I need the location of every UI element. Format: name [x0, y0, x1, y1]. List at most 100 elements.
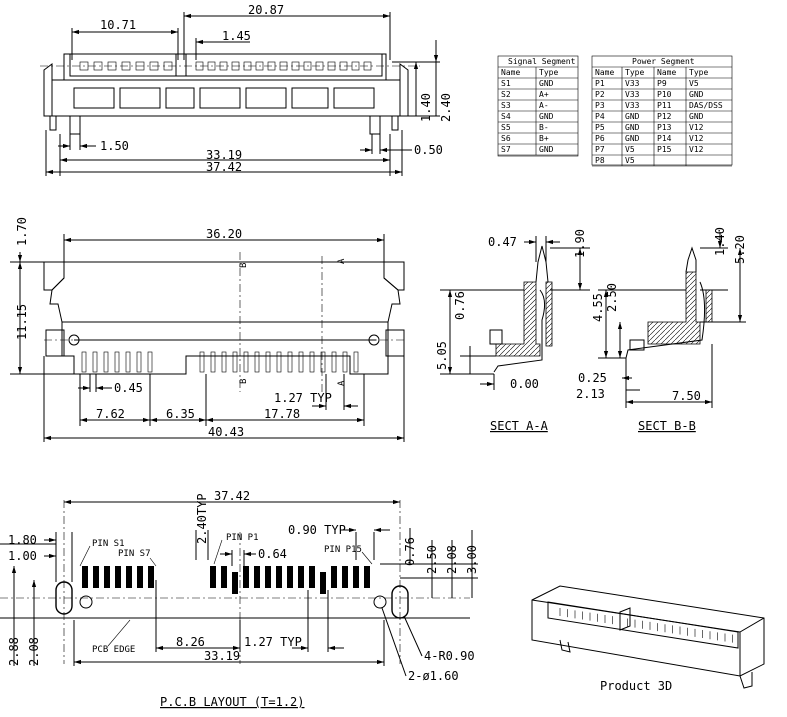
dim-pcb-1-27-typ: 1.27 TYP: [244, 635, 302, 649]
power-pin: [298, 351, 304, 373]
top-view: 10.71 20.87 1.45 1.40 2.40 1.50 0.50 33.…: [40, 3, 453, 176]
sig-rows-cell: S1: [501, 79, 511, 88]
pow-rows-cell: P15: [657, 145, 672, 154]
pow-rows-cell: P10: [657, 90, 672, 99]
section-marker-b-bottom: B: [239, 379, 249, 384]
dim-pcb-1-80: 1.80: [8, 533, 37, 547]
sig-rows-cell: B-: [539, 123, 549, 132]
pow-rows-cell: P14: [657, 134, 672, 143]
pow-rows-cell: GND: [625, 134, 640, 143]
dim-front-0-45: 0.45: [114, 381, 143, 395]
pow-rows-header: Type: [625, 68, 644, 77]
pow-rows-cell: P13: [657, 123, 672, 132]
dim-sa-5-05: 5.05: [435, 341, 449, 370]
dim-pcb-37-42: 37.42: [214, 489, 250, 503]
signal-pin: [114, 351, 120, 373]
power-pad: [276, 566, 282, 588]
power-table-title: Power Segment: [632, 57, 695, 66]
dim-pcb-2-88: 2.88: [7, 637, 21, 666]
power-pin: [265, 351, 271, 373]
label-pin-s1: PIN S1: [92, 539, 125, 549]
power-pin: [276, 351, 282, 373]
sig-rows-header: Name: [501, 68, 520, 77]
dim-top-1-50: 1.50: [100, 139, 129, 153]
pow-rows-cell: P7: [595, 145, 605, 154]
dim-pcb-0-90-typ: 0.90 TYP: [288, 523, 346, 537]
pow-rows-cell: V33: [625, 90, 640, 99]
dim-front-1-27-typ: 1.27 TYP: [274, 391, 332, 405]
signal-pad: [148, 566, 154, 588]
section-marker-a-top: A: [337, 258, 347, 264]
dim-sb-2-50: 2.50: [605, 283, 619, 312]
product-3d-caption: Product 3D: [600, 679, 672, 693]
signal-pad: [104, 566, 110, 588]
power-pin: [353, 351, 359, 373]
power-pin: [210, 351, 216, 373]
signal-pad: [137, 566, 143, 588]
pcb-layout-caption: P.C.B LAYOUT (T=1.2): [160, 695, 305, 709]
pow-rows-cell: V5: [625, 156, 635, 165]
sig-rows-cell: S5: [501, 123, 511, 132]
power-pad: [254, 566, 260, 588]
pow-rows-cell: V5: [625, 145, 635, 154]
dim-pcb-0-64: 0.64: [258, 547, 287, 561]
section-marker-a-bottom: A: [337, 380, 347, 386]
power-pad: [287, 566, 293, 588]
pow-rows-cell: P8: [595, 156, 605, 165]
dim-front-7-62: 7.62: [96, 407, 125, 421]
dim-sb-2-13: 2.13: [576, 387, 605, 401]
signal-pad: [93, 566, 99, 588]
dim-top-33-19: 33.19: [206, 148, 242, 162]
dim-sb-1-40: 1.40: [713, 227, 727, 256]
dim-sa-0-00: 0.00: [510, 377, 539, 391]
pow-rows-cell: P5: [595, 123, 605, 132]
sig-rows-cell: S4: [501, 112, 511, 121]
sig-rows-cell: A+: [539, 90, 549, 99]
signal-pin: [81, 351, 87, 373]
power-pad: [320, 572, 326, 594]
pow-rows-cell: P1: [595, 79, 605, 88]
front-view: B A B A 36.20 1.70 11.15 0.45 1.27 TYP: [10, 217, 405, 442]
power-pin: [243, 351, 249, 373]
section-b-b: 1.40 5.20 4.55 2.50 0.25 2.13 7.50 SECT …: [576, 227, 747, 433]
sig-rows-cell: S7: [501, 145, 511, 154]
signal-pad: [126, 566, 132, 588]
pow-rows-cell: GND: [625, 123, 640, 132]
power-pin: [320, 351, 326, 373]
section-marker-b-top: B: [239, 263, 249, 268]
pow-rows-header: Name: [657, 68, 676, 77]
sect-bb-caption: SECT B-B: [638, 419, 696, 433]
power-pin: [342, 351, 348, 373]
dim-pcb-1-00: 1.00: [8, 549, 37, 563]
dim-sb-0-25: 0.25: [578, 371, 607, 385]
pow-rows-cell: V12: [689, 134, 704, 143]
sig-rows-cell: S6: [501, 134, 511, 143]
pow-rows-cell: P11: [657, 101, 672, 110]
power-pad: [265, 566, 271, 588]
label-pin-p1: PIN P1: [226, 533, 259, 543]
sig-rows-cell: GND: [539, 79, 554, 88]
power-pad: [221, 566, 227, 588]
signal-pin: [103, 351, 109, 373]
pow-rows-cell: GND: [625, 112, 640, 121]
dim-sa-0-47: 0.47: [488, 235, 517, 249]
sig-rows-cell: S3: [501, 101, 511, 110]
signal-table-title: Signal Segment: [508, 57, 576, 66]
power-pad: [243, 566, 249, 588]
pow-rows-cell: V33: [625, 101, 640, 110]
dim-pcb-2-40-typ: 2.40TYP: [195, 493, 209, 544]
pow-rows-cell: V12: [689, 145, 704, 154]
section-a-a: 5.05 0.76 0.47 1.90 0.00 SECT A-A: [435, 229, 590, 433]
dim-front-17-78: 17.78: [264, 407, 300, 421]
signal-pad: [115, 566, 121, 588]
dim-pcb-2-08-right: 2.08: [445, 545, 459, 574]
power-pin: [254, 351, 260, 373]
power-pad: [331, 566, 337, 588]
pow-rows-cell: P9: [657, 79, 667, 88]
power-pad: [364, 566, 370, 588]
pcb-layout: 37.42 2.40TYP 1.80 1.00 0.90 TYP 0.64 0.…: [0, 489, 479, 709]
dim-pcb-33-19: 33.19: [204, 649, 240, 663]
dim-front-40-43: 40.43: [208, 425, 244, 439]
dim-top-10-71: 10.71: [100, 18, 136, 32]
power-pin: [221, 351, 227, 373]
